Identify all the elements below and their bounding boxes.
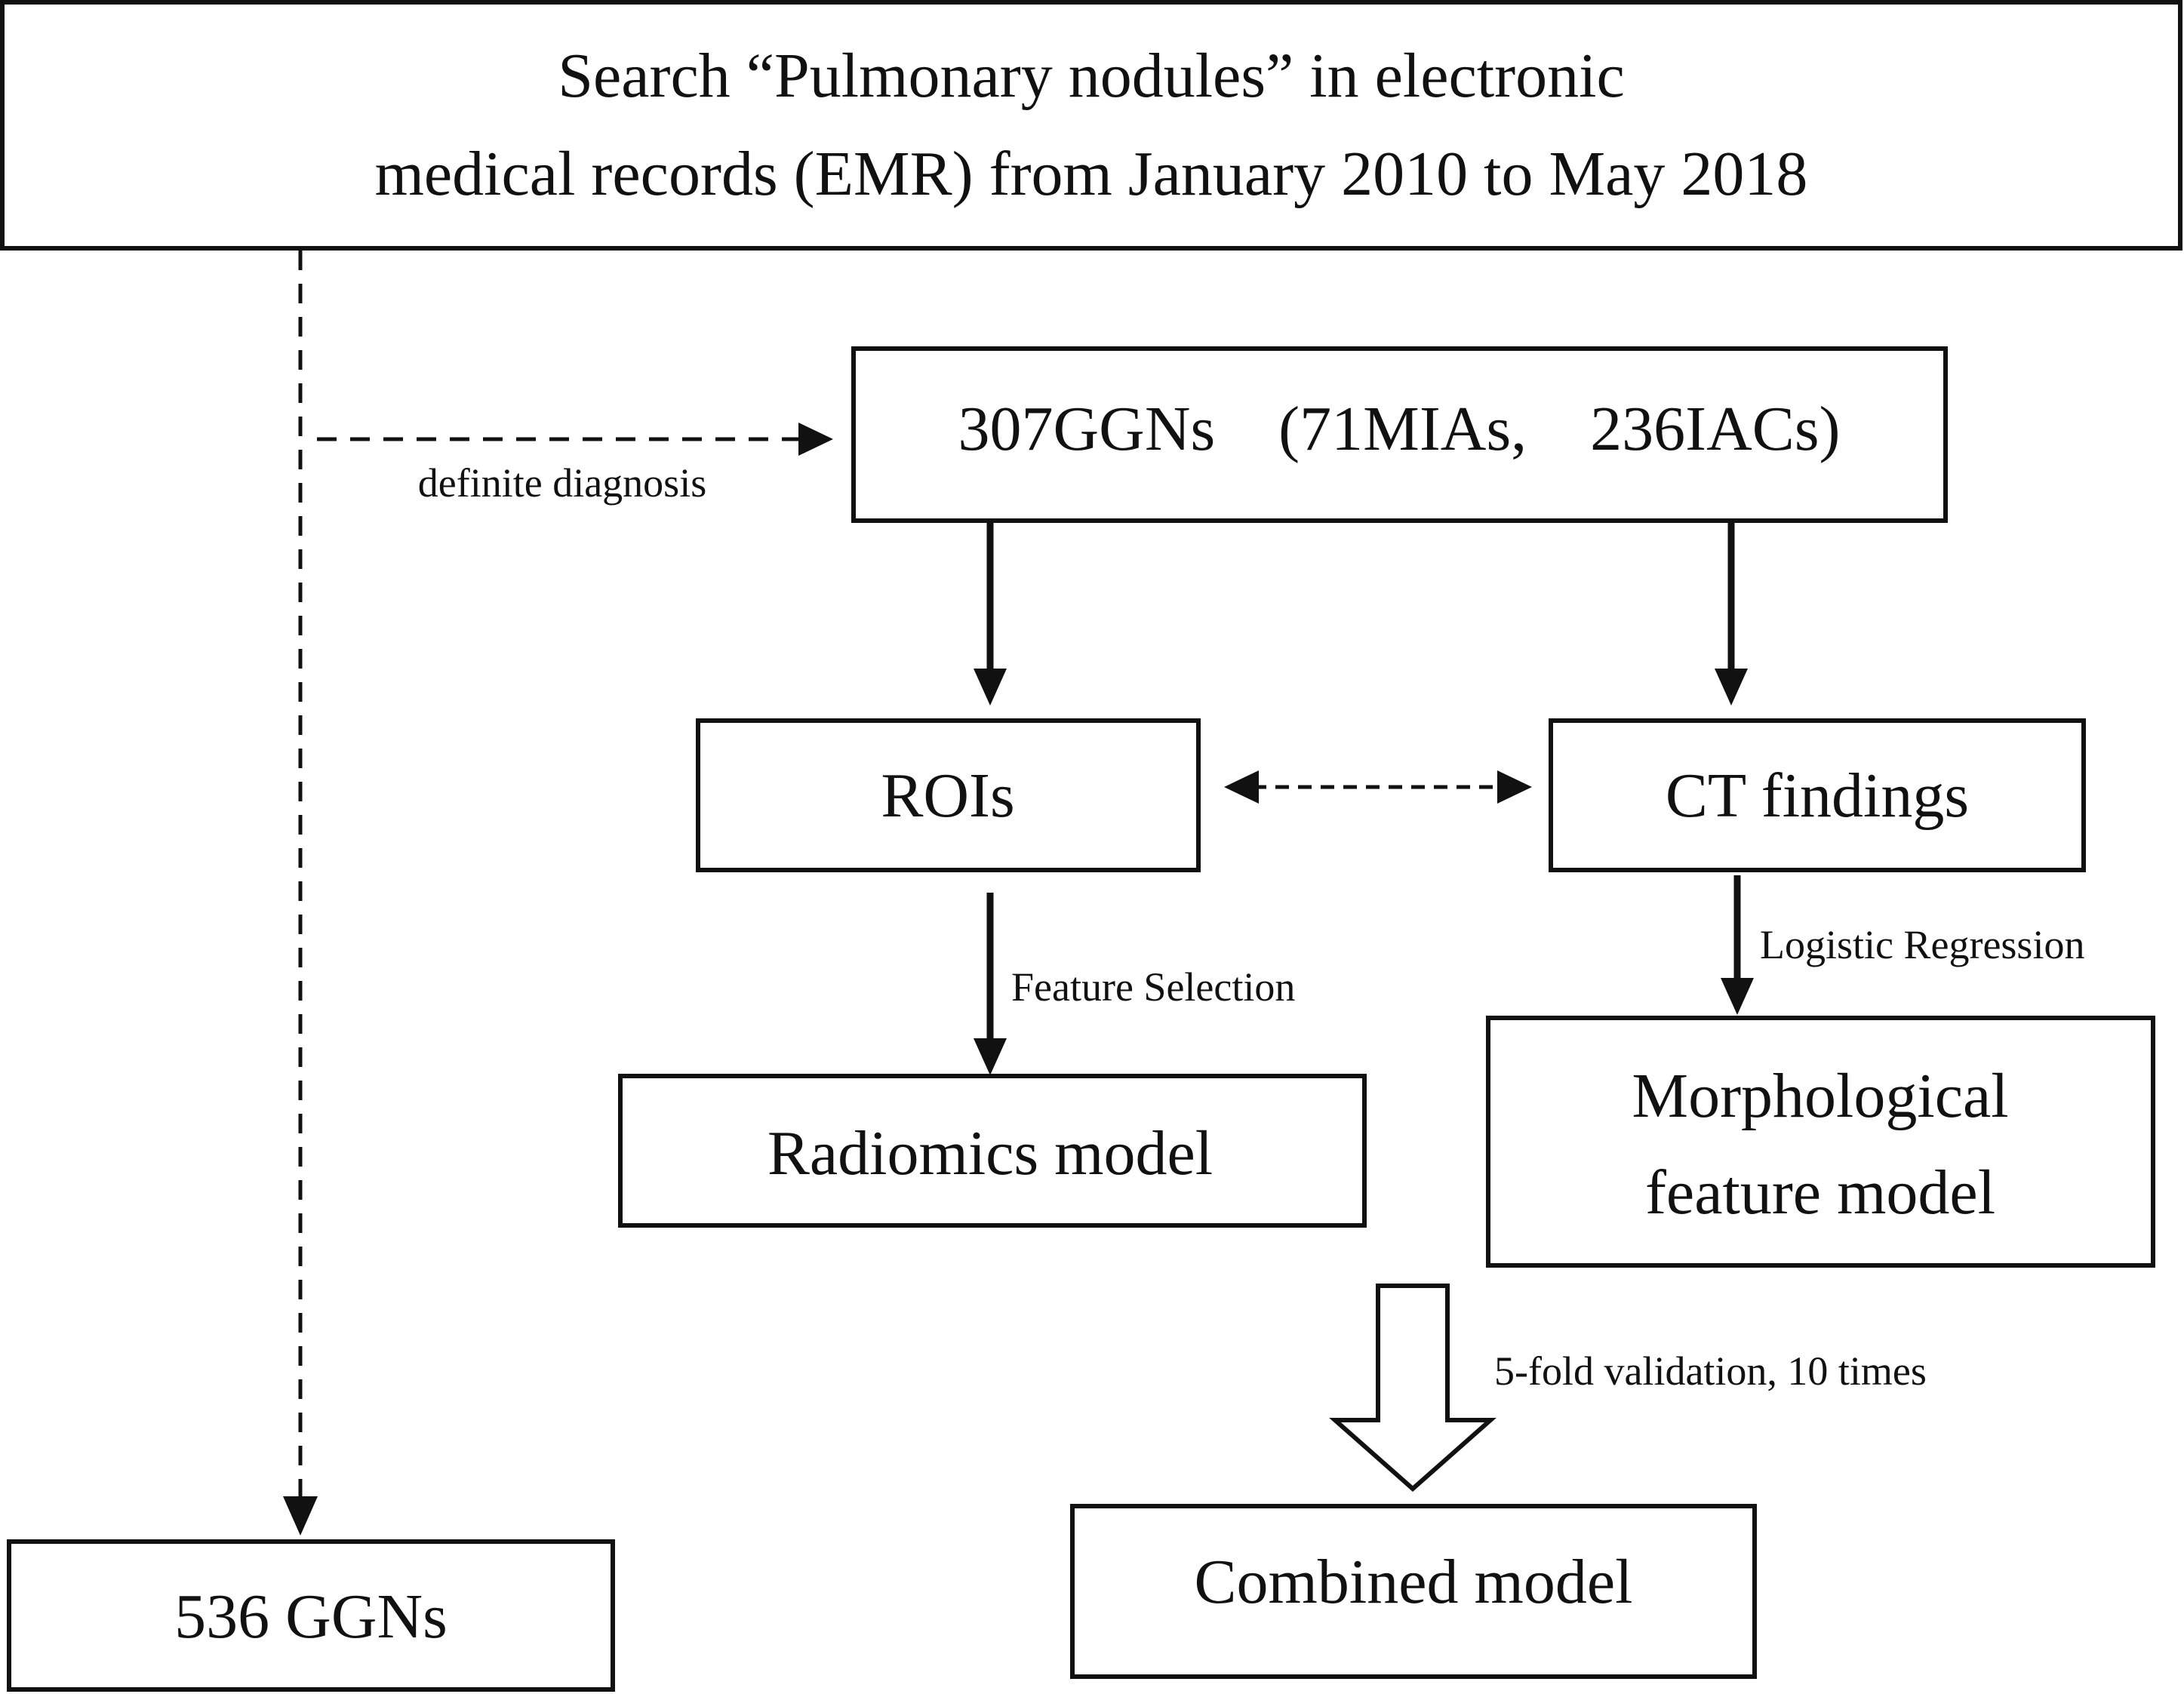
fold-validation-label: 5-fold validation, 10 times — [1494, 1348, 1927, 1394]
ggn307-text: 307GGNs (71MIAs, 236IACs) — [958, 394, 1841, 464]
rois-text: ROIs — [881, 761, 1014, 831]
definite-diagnosis-label: definite diagnosis — [418, 460, 706, 506]
dashed-left-arrowhead — [1224, 770, 1259, 804]
dashed-down-arrowhead — [283, 1496, 318, 1536]
search-box: Search “Pulmonary nodules” in electronic… — [0, 0, 2182, 251]
combined-model-text: Combined model — [1195, 1547, 1633, 1617]
combined-model-box: Combined model — [1070, 1504, 1757, 1679]
radiomics-model-box: Radiomics model — [618, 1074, 1367, 1228]
hollow-block-arrow — [1329, 1284, 1497, 1493]
ggn536-box: 536 GGNs — [7, 1539, 615, 1692]
morphological-model-line1: Morphological — [1632, 1061, 2008, 1131]
ct-findings-text: CT findings — [1666, 761, 1969, 831]
rois-box: ROIs — [696, 718, 1201, 872]
arrow-to-ct-head — [1715, 669, 1748, 706]
morphological-model-box: Morphological feature model — [1486, 1016, 2155, 1268]
logistic-regression-label: Logistic Regression — [1760, 922, 2084, 967]
ct-findings-box: CT findings — [1549, 718, 2086, 872]
dashed-right-arrowhead-2 — [1497, 770, 1532, 804]
dashed-right-arrowhead — [798, 423, 833, 456]
search-box-line1: Search “Pulmonary nodules” in electronic — [558, 41, 1625, 111]
arrow-to-rois-head — [974, 669, 1007, 706]
morphological-model-line2: feature model — [1645, 1158, 1995, 1228]
logistic-regression-arrow-head — [1721, 978, 1754, 1015]
search-box-line2: medical records (EMR) from January 2010 … — [375, 139, 1808, 209]
feature-selection-arrow-head — [974, 1038, 1007, 1075]
radiomics-model-text: Radiomics model — [767, 1118, 1213, 1188]
ggn536-text: 536 GGNs — [174, 1582, 448, 1652]
ggn307-box: 307GGNs (71MIAs, 236IACs) — [851, 346, 1948, 523]
feature-selection-label: Feature Selection — [1011, 964, 1295, 1010]
